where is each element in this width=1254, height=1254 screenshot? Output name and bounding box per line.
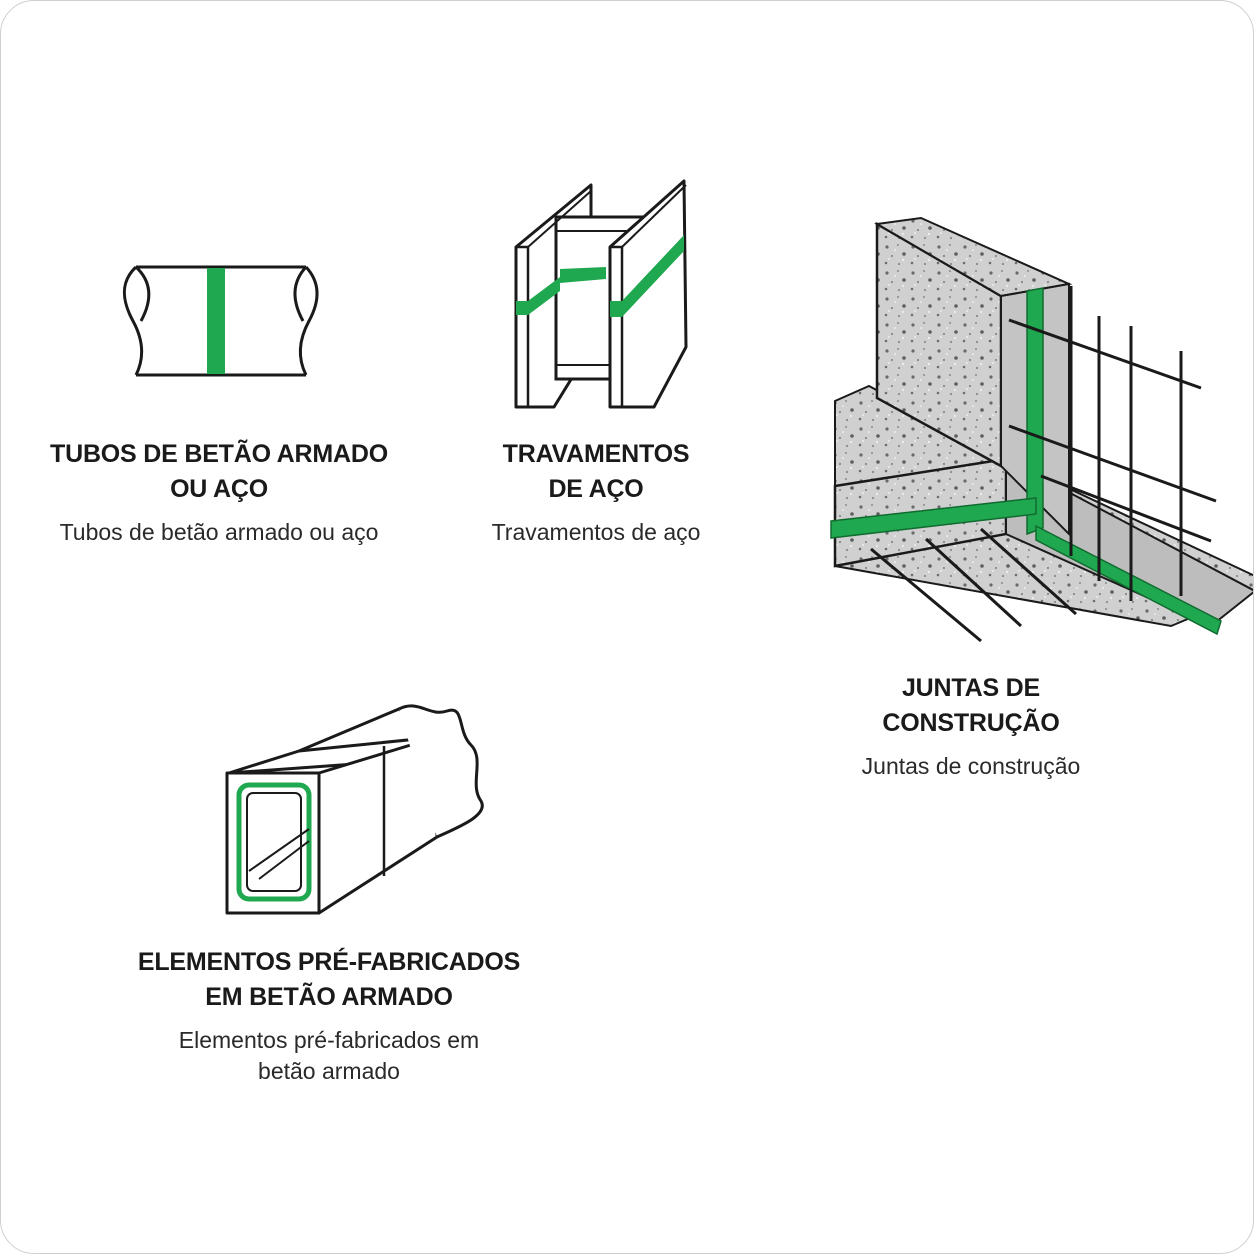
item-description-line: betão armado [258,1058,400,1084]
item-title-line: OU AÇO [170,475,268,503]
item-title: JUNTAS DE CONSTRUÇÃO [821,671,1121,741]
item-description: Elementos pré-fabricados em betão armado [119,1025,539,1087]
item-description-line: Elementos pré-fabricados em [178,1027,480,1053]
construction-joint-icon [830,216,1253,643]
item-title: TRAVAMENTOS DE AÇO [441,437,751,507]
item-description: Travamentos de aço [491,519,701,545]
pipe-with-waterstop-icon [122,265,319,377]
item-title: TUBOS DE BETÃO ARMADO OU AÇO [21,437,417,507]
item-precast-elements: ELEMENTOS PRÉ-FABRICADOS EM BETÃO ARMADO… [119,945,539,1087]
item-title-line: TUBOS DE BETÃO ARMADO [50,440,388,468]
item-title-line: EM BETÃO ARMADO [205,983,453,1011]
item-title-line: ELEMENTOS PRÉ-FABRICADOS [137,948,521,976]
item-construction-joints: JUNTAS DE CONSTRUÇÃO Juntas de construçã… [821,671,1121,782]
item-description: Juntas de construção [861,753,1081,779]
item-title-line: DE AÇO [548,475,644,503]
item-steel-bracing: TRAVAMENTOS DE AÇO Travamentos de aço [441,437,751,548]
item-title-line: CONSTRUÇÃO [882,709,1060,737]
item-title: ELEMENTOS PRÉ-FABRICADOS EM BETÃO ARMADO [119,945,539,1015]
precast-box-culvert-icon [225,704,484,915]
item-title-line: JUNTAS DE [901,674,1041,702]
item-description: Tubos de betão armado ou aço [59,519,379,545]
item-pipes: TUBOS DE BETÃO ARMADO OU AÇO Tubos de be… [21,437,417,548]
steel-h-beam-icon [514,179,688,409]
item-title-line: TRAVAMENTOS [502,440,690,468]
